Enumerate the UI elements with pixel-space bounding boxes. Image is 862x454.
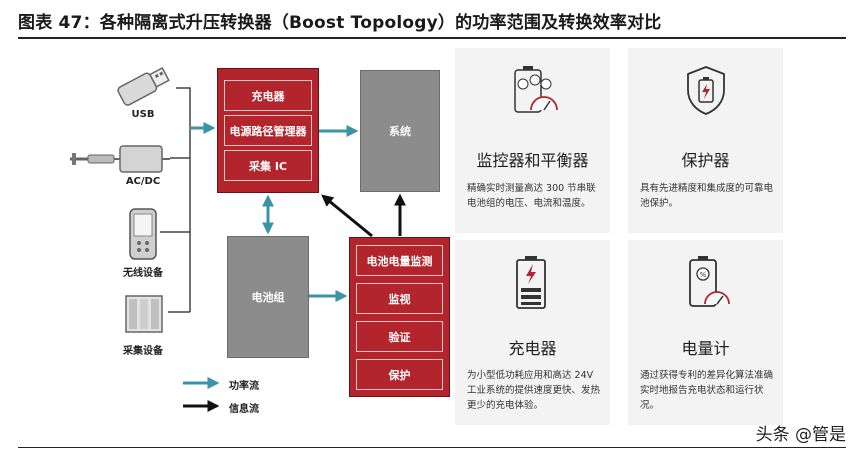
source-label-usb: USB <box>131 109 155 120</box>
card-title-protector: 保护器 <box>681 151 730 170</box>
info-arrow-monitor-to-charger <box>321 194 373 238</box>
monitor-item-monitor: 监视 <box>356 283 443 314</box>
card-desc-fuel-gauge: 通过获得专利的差异化算法准确实时地报告充电状态和运行状况。 <box>640 370 774 411</box>
card-title-charger: 充电器 <box>508 339 557 358</box>
card-title-monitor: 监控器和平衡器 <box>476 151 589 170</box>
bottom-rule <box>18 447 846 448</box>
charger-item-harvest-ic: 采集 IC <box>224 150 312 181</box>
source-label-acdc: AC/DC <box>125 176 161 187</box>
top-rule <box>18 37 846 39</box>
battery-pack-block: 电池组 <box>227 236 309 358</box>
energy-harvest-icon <box>125 295 163 333</box>
figure-title: 图表 47：各种隔离式升压转换器（Boost Topology）的功率范围及转换… <box>18 13 662 33</box>
charger-item-charger: 充电器 <box>224 80 312 111</box>
legend-info-label: 信息流 <box>229 404 259 415</box>
mobile-device-icon <box>129 208 157 260</box>
source-label-harvest: 采集设备 <box>123 346 163 357</box>
usb-icon <box>117 66 170 106</box>
card-protector: 保护器 具有先进精度和集成度的可靠电池保护。 <box>628 48 783 233</box>
card-fuel-gauge: % 电量计 通过获得专利的差异化算法准确实时地报告充电状态和运行状况。 <box>628 240 783 425</box>
monitor-block: 电池电量监测 监视 验证 保护 <box>349 237 450 397</box>
watermark: 头条 @管是 <box>755 425 846 445</box>
charging-battery-icon <box>516 256 546 309</box>
ac-adapter-icon <box>70 145 170 173</box>
meter-gauge-icon <box>514 66 558 113</box>
card-desc-monitor: 精确实时测量高达 300 节串联电池组的电压、电流和温度。 <box>467 183 596 209</box>
monitor-item-verify: 验证 <box>356 321 443 352</box>
charger-item-path-manager: 电源路径管理器 <box>224 115 312 146</box>
card-desc-charger: 为小型低功耗应用和高达 24V 工业系统的提供速度更快、发热更少的充电体验。 <box>467 370 601 411</box>
legend-power-label: 功率流 <box>229 381 259 392</box>
fuel-gauge-icon: % <box>689 256 730 307</box>
shield-battery-icon <box>687 66 725 115</box>
card-title-fuel-gauge: 电量计 <box>681 339 730 358</box>
charger-block: 充电器 电源路径管理器 采集 IC <box>217 68 319 193</box>
source-bracket <box>160 87 191 313</box>
card-charger: 充电器 为小型低功耗应用和高达 24V 工业系统的提供速度更快、发热更少的充电体… <box>455 240 610 425</box>
system-block: 系统 <box>360 70 440 192</box>
source-label-wireless: 无线设备 <box>123 268 163 279</box>
card-monitor-balancer: 监控器和平衡器 精确实时测量高达 300 节串联电池组的电压、电流和温度。 <box>455 48 610 233</box>
monitor-item-protect: 保护 <box>356 359 443 390</box>
monitor-item-fuel-gauge: 电池电量监测 <box>356 245 443 276</box>
svg-text:%: % <box>700 271 707 279</box>
card-desc-protector: 具有先进精度和集成度的可靠电池保护。 <box>640 183 774 209</box>
